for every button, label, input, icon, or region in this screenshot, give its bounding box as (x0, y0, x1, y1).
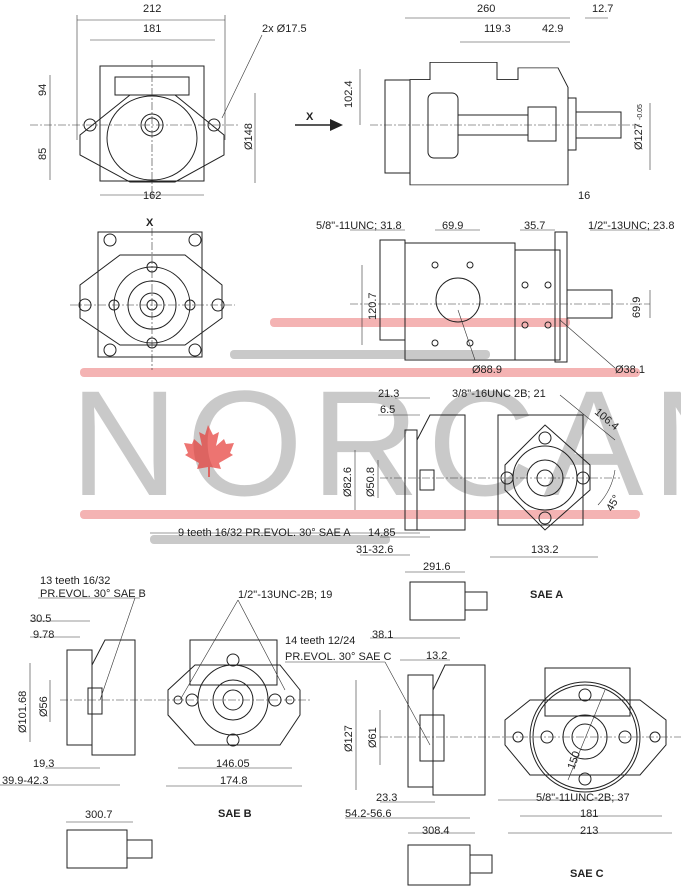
dim-d61: Ø61 (367, 727, 379, 748)
watermark-text: NORCAN (70, 359, 681, 527)
view-x-title: X (146, 217, 154, 229)
thread-3-8-16unc: 3/8"-16UNC 2B; 21 (452, 388, 546, 400)
sae-b-views (0, 597, 310, 869)
dim-d56: Ø56 (38, 696, 50, 717)
dim-181: 181 (143, 23, 161, 35)
dim-42-9: 42.9 (542, 23, 563, 35)
dim-120-7: 120.7 (367, 292, 379, 320)
dim-69-9-vertical: 69.9 (631, 297, 643, 318)
dim-54-2-56-6: 54.2-56.6 (345, 808, 391, 820)
dim-162: 162 (143, 190, 161, 202)
side-view-top (295, 17, 651, 186)
dim-119-3: 119.3 (484, 23, 511, 35)
dim-d38-1: Ø38.1 (615, 364, 645, 376)
dim-300-7: 300.7 (85, 809, 113, 821)
dim-174-8: 174.8 (220, 775, 248, 787)
sae-a-title: SAE A (530, 589, 563, 601)
spline-sae-a: 9 teeth 16/32 PR.EVOL. 30° SAE A (178, 527, 351, 539)
sae-b-title: SAE B (218, 808, 252, 820)
dim-14-85: 14.85 (368, 527, 396, 539)
watermark-stripe (150, 535, 390, 544)
dim-d127-tolerance: -0.05 (637, 104, 644, 120)
sae-c-title: SAE C (570, 868, 604, 880)
dim-30-5: 30.5 (30, 613, 51, 625)
dim-102-4: 102.4 (343, 80, 355, 108)
view-x-side (350, 229, 660, 369)
dim-9-78: 9.78 (33, 629, 54, 641)
watermark-stripe (80, 510, 640, 519)
dim-150: 150 (566, 750, 584, 771)
spline-sae-c-line1: 14 teeth 12/24 (285, 635, 355, 647)
dim-69-9-horizontal: 69.9 (442, 220, 463, 232)
dim-d82-6: Ø82.6 (342, 467, 354, 497)
dim-133-2: 133.2 (531, 544, 559, 556)
dim-19-3: 19.3 (33, 758, 54, 770)
sae-a-views (150, 394, 620, 621)
thread-5-8-11unc: 5/8"-11UNC; 31.8 (316, 220, 402, 232)
spline-sae-b-line2: PR.EVOL. 30° SAE B (40, 588, 146, 600)
watermark-stripe (80, 368, 640, 377)
dim-94: 94 (37, 84, 49, 96)
watermark-stripe (270, 318, 570, 327)
spline-sae-b-line1: 13 teeth 16/32 (40, 575, 110, 587)
spline-sae-c-line2: PR.EVOL. 30° SAE C (285, 651, 392, 663)
dim-12-7: 12.7 (592, 3, 613, 15)
view-x-front (70, 228, 235, 370)
dim-16: 16 (578, 190, 590, 202)
dim-213: 213 (580, 825, 598, 837)
front-view-top (30, 15, 263, 200)
sae-c-views (285, 637, 681, 886)
dim-146-05: 146.05 (216, 758, 250, 770)
thread-5-8-11unc-2b: 5/8"-11UNC-2B; 37 (536, 792, 630, 804)
dim-d101-68: Ø101.68 (17, 691, 29, 733)
thread-1-2-13unc-2b: 1/2"-13UNC-2B; 19 (238, 589, 332, 601)
watermark-stripe (230, 350, 490, 359)
dim-291-6: 291.6 (423, 561, 451, 573)
dim-21-3: 21.3 (378, 388, 399, 400)
dim-38-1: 38.1 (372, 629, 393, 641)
dim-d127-sae-c: Ø127 (343, 725, 355, 752)
dim-35-7: 35.7 (524, 220, 545, 232)
dim-d88-9: Ø88.9 (472, 364, 502, 376)
dim-85: 85 (37, 148, 49, 160)
dim-d148: Ø148 (243, 123, 255, 150)
thread-1-2-13unc: 1/2"-13UNC; 23.8 (588, 220, 674, 232)
dim-6-5: 6.5 (380, 404, 395, 416)
view-x-arrow-label: X (306, 111, 314, 123)
watermark: NORCAN (70, 318, 681, 544)
dim-212: 212 (143, 3, 161, 15)
dim-181-sae-c: 181 (580, 808, 598, 820)
dim-d50-8: Ø50.8 (365, 467, 377, 497)
dim-23-3: 23.3 (376, 792, 397, 804)
dim-holes: 2x Ø17.5 (262, 23, 307, 35)
dim-308-4: 308.4 (422, 825, 450, 837)
maple-leaf-icon (184, 425, 234, 477)
dim-13-2: 13.2 (426, 650, 447, 662)
dim-d127: Ø127 (633, 123, 645, 150)
dim-260: 260 (477, 3, 495, 15)
dim-31-32-6: 31-32.6 (356, 544, 393, 556)
dim-39-9-42-3: 39.9-42.3 (2, 775, 48, 787)
